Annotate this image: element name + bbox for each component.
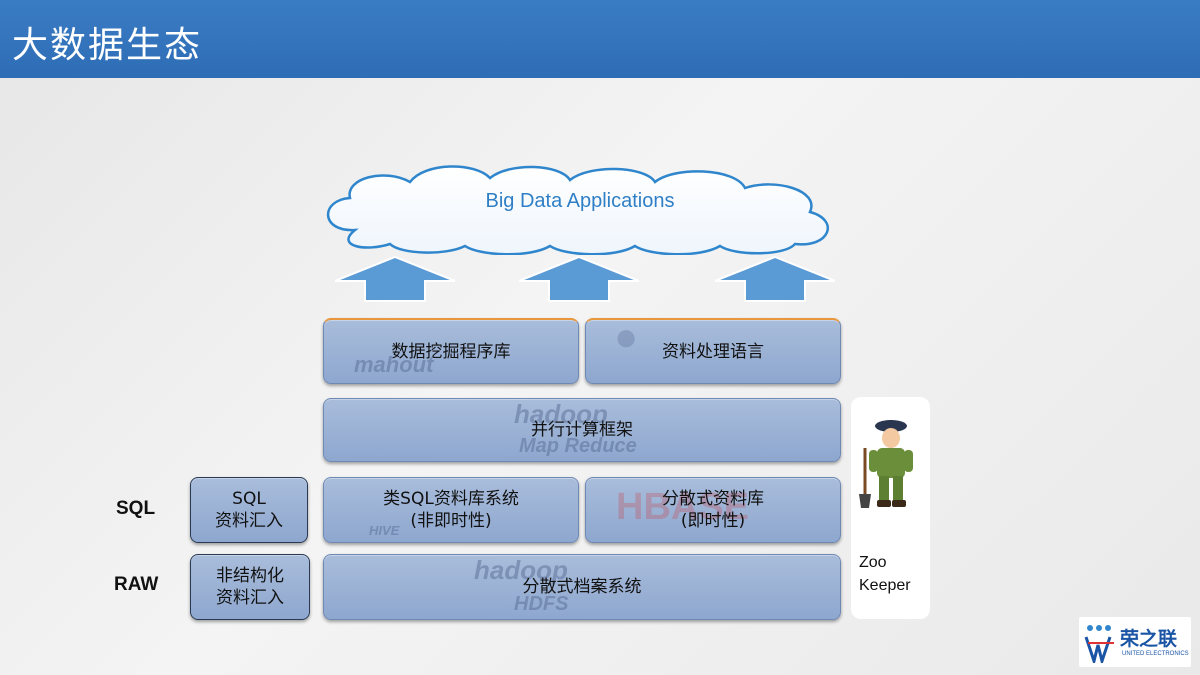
distributed-database-box: HBASE 分散式资料库 (即时性) [585,477,841,543]
data-mining-library-label: 数据挖掘程序库 [391,341,511,362]
logo-subtitle: UNITED ELECTRONICS [1122,651,1189,657]
up-arrow-icon [715,255,835,302]
distributed-file-system-label: 分散式档案系统 [522,577,642,597]
mapreduce-logo-watermark: Map Reduce [519,435,637,457]
hdfs-logo-watermark: HDFS [514,593,569,615]
data-mining-library-box: mahout 数据挖掘程序库 [323,318,579,384]
zookeeper-label: Zoo Keeper [859,554,911,594]
page-title: 大数据生态 [12,25,203,66]
parallel-compute-framework-box: hadoop Map Reduce 并行计算框架 [323,398,841,462]
unstructured-import-sublabel: 资料汇入 [216,588,284,608]
unstructured-import-box: 非结构化 资料汇入 [190,554,310,620]
cloud-label: Big Data Applications [485,190,675,212]
sql-row-label: SQL [116,498,156,519]
cloud-shape [326,165,829,255]
zookeeper-mascot-icon [859,420,913,508]
sql-like-database-sublabel: (非即时性) [410,511,492,531]
pig-logo-watermark: ● [614,318,639,359]
distributed-database-label: 分散式资料库 [662,489,764,509]
sql-like-database-label: 类SQL资料库系统 [383,489,519,509]
data-processing-language-label: 资料处理语言 [662,341,764,362]
up-arrow-icon [335,255,455,302]
sql-import-sublabel: 资料汇入 [215,511,283,531]
hadoop-logo-watermark: hadoop [474,555,568,585]
hadoop-logo-watermark: hadoop [514,399,608,429]
mahout-logo-watermark: mahout [354,352,434,377]
logo-name: 荣之联 [1120,628,1178,650]
data-processing-language-box: ● 资料处理语言 [585,318,841,384]
sql-import-label: SQL [232,489,266,509]
distributed-file-system-box: hadoop HDFS 分散式档案系统 [323,554,841,620]
distributed-database-sublabel: (即时性) [680,511,746,531]
sql-like-database-box: HIVE 类SQL资料库系统 (非即时性) [323,477,579,543]
parallel-compute-framework-label: 并行计算框架 [531,420,633,440]
logo-mark-icon [1084,625,1114,663]
hive-logo-watermark: HIVE [369,523,400,538]
unstructured-import-label: 非结构化 [216,566,284,586]
header-bar [0,0,1200,78]
raw-row-label: RAW [114,574,159,595]
up-arrow-icon [519,255,639,302]
sql-import-box: SQL 资料汇入 [190,477,308,543]
